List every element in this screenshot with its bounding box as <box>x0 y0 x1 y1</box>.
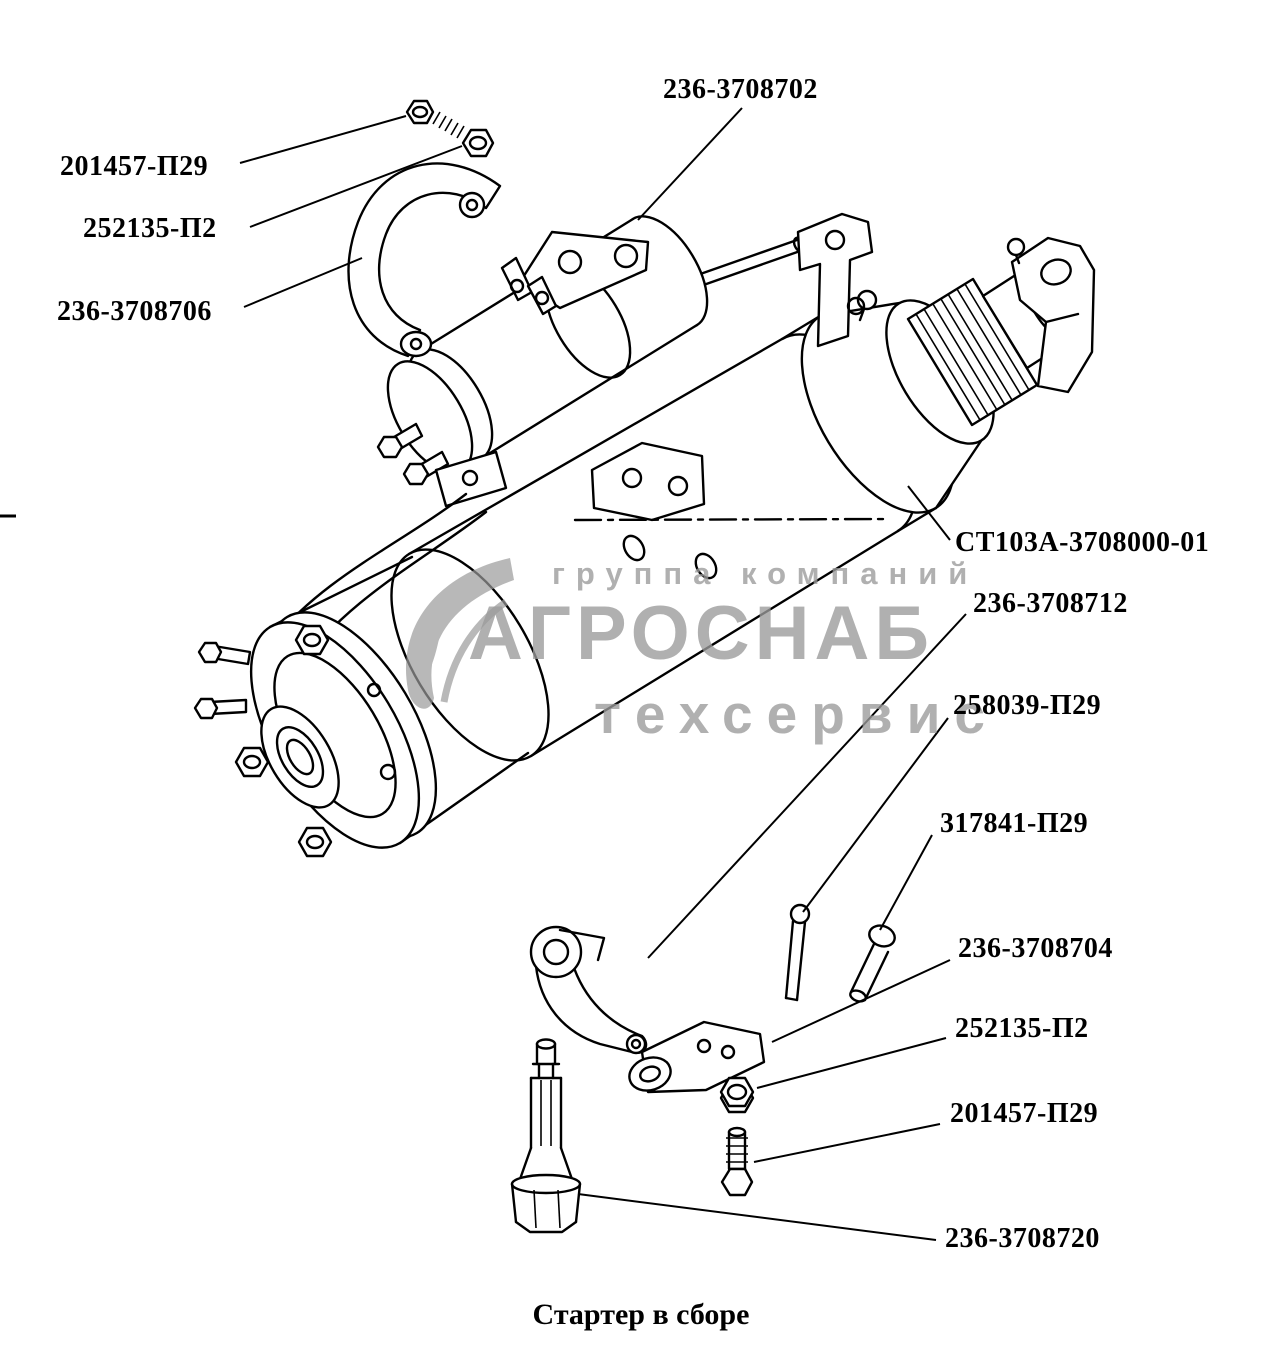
front-end-shield <box>193 555 530 858</box>
centerline <box>0 514 890 522</box>
clevis-pin <box>849 924 896 1003</box>
label-201457-p29-bottom: 201457-П29 <box>950 1098 1099 1129</box>
nut-bottom <box>719 1076 755 1114</box>
label-st103a-3708000-01: СТ103А-3708000-01 <box>955 527 1210 558</box>
mounting-plate <box>590 441 718 580</box>
drive-end-bracket <box>1006 236 1096 394</box>
watermark-line-1: группа компаний <box>552 556 979 591</box>
watermark-line-2: АГРОСНАБ <box>468 591 935 676</box>
lever-236-3708712 <box>529 925 648 1055</box>
clamp-236-3708706 <box>347 162 502 358</box>
cotter-pin <box>784 903 811 1002</box>
watermark-logo <box>405 558 514 709</box>
label-317841-p29: 317841-П29 <box>940 808 1089 839</box>
bracket-236-3708702 <box>500 230 650 316</box>
plunger-236-3708720 <box>510 1038 582 1234</box>
label-236-3708712: 236-3708712 <box>973 588 1128 619</box>
label-236-3708720: 236-3708720 <box>945 1223 1100 1254</box>
watermark-line-3: техсервис <box>594 683 1000 745</box>
label-252135-p2-bottom: 252135-П2 <box>955 1013 1089 1044</box>
label-252135-p2-top: 252135-П2 <box>83 213 217 244</box>
label-236-3708706: 236-3708706 <box>57 296 212 327</box>
bolt-top <box>405 99 465 139</box>
label-201457-p29-top: 201457-П29 <box>60 151 209 182</box>
label-236-3708704: 236-3708704 <box>958 933 1113 964</box>
nut-top <box>461 128 495 158</box>
label-258039-p29: 258039-П29 <box>953 690 1102 721</box>
bracket-236-3708704 <box>628 1020 766 1094</box>
bolt-bottom <box>720 1126 754 1197</box>
starter-main-body <box>390 264 1078 762</box>
leader-lines <box>239 107 967 1241</box>
label-236-3708702: 236-3708702 <box>663 74 818 105</box>
diagram-caption: Стартер в сборе <box>532 1298 750 1331</box>
